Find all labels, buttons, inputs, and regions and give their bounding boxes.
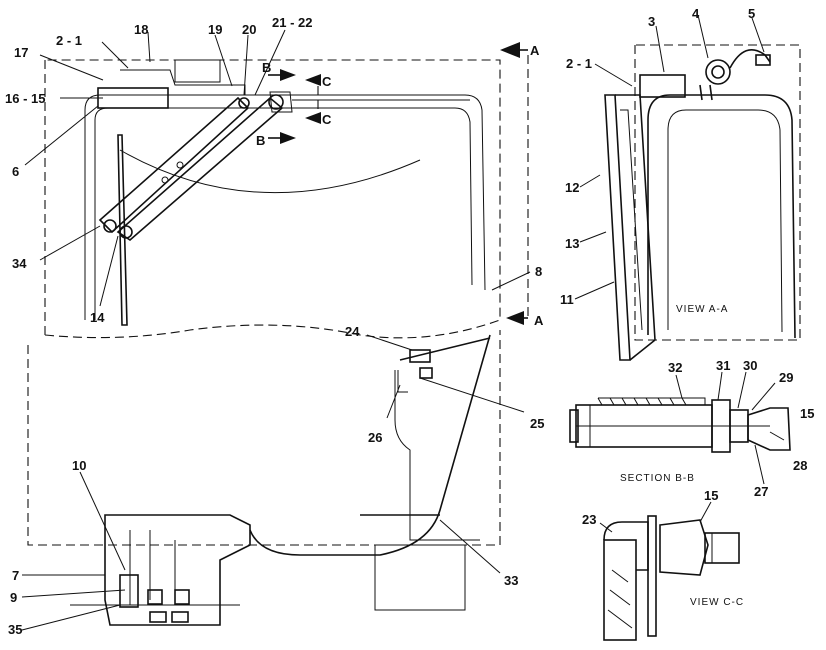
- wiper-blade: [117, 134, 128, 326]
- view-a-a: [574, 14, 801, 361]
- label-19: 19: [208, 22, 222, 37]
- windshield-frame-outer: [84, 94, 486, 291]
- windshield-frame-inner: [94, 107, 473, 286]
- cab-upper-outline: [44, 59, 501, 339]
- view-captions: VIEW A-A SECTION B-B VIEW C-C: [620, 304, 744, 608]
- label-24: 24: [345, 324, 360, 339]
- section-arrow-c-bottom: [305, 112, 321, 124]
- view-aa-wiper-blade: [604, 94, 631, 361]
- sec-bb-leaders: [675, 371, 785, 485]
- label-34: 34: [12, 256, 27, 271]
- view-aa-leaders: [574, 14, 765, 300]
- label-12: 12: [565, 180, 579, 195]
- view-cc-fitting: [704, 532, 740, 564]
- section-arrow-a-bottom: [506, 311, 524, 325]
- cable-bracket-fitting: [397, 337, 491, 393]
- console-outline: [394, 370, 480, 541]
- caption-view-aa: VIEW A-A: [676, 304, 728, 315]
- label-15-section-bb: 15: [800, 406, 814, 421]
- label-35: 35: [8, 622, 22, 637]
- label-3: 3: [648, 14, 655, 29]
- label-5: 5: [748, 6, 755, 21]
- view-c-c: [599, 501, 740, 641]
- label-28: 28: [793, 458, 807, 473]
- label-21-22: 21 - 22: [272, 15, 312, 30]
- label-6: 6: [12, 164, 19, 179]
- marker-b-top: B: [262, 60, 271, 75]
- label-29: 29: [779, 370, 793, 385]
- view-aa-window-opening: [647, 94, 796, 339]
- view-cc-nut: [659, 519, 709, 576]
- label-8: 8: [535, 264, 542, 279]
- label-27: 27: [754, 484, 768, 499]
- view-cc-post: [603, 539, 637, 641]
- caption-section-bb: SECTION B-B: [620, 473, 695, 484]
- label-16-15: 16 - 15: [5, 91, 45, 106]
- label-30: 30: [743, 358, 757, 373]
- section-arrow-b-top: [280, 69, 296, 81]
- motor-mounting-plate: [97, 87, 169, 109]
- marker-c-top: C: [322, 74, 332, 89]
- label-2-1-main: 2 - 1: [56, 33, 82, 48]
- label-17: 17: [14, 45, 28, 60]
- label-2-1-view-aa: 2 - 1: [566, 56, 592, 71]
- label-20: 20: [242, 22, 256, 37]
- marker-c-bottom: C: [322, 112, 332, 127]
- leader-lines: [21, 29, 531, 631]
- control-cable: [249, 334, 491, 556]
- view-aa-motor: [639, 48, 771, 101]
- motor-housing: [174, 59, 221, 83]
- lower-housing: [374, 544, 466, 611]
- label-13: 13: [565, 236, 579, 251]
- view-cc-plate: [647, 515, 657, 637]
- label-10: 10: [72, 458, 86, 473]
- view-cc-post-texture: [607, 569, 633, 629]
- marker-a-top: A: [530, 43, 540, 58]
- section-arrow-b-bottom: [280, 132, 296, 144]
- cab-lower-outline: [27, 330, 501, 546]
- label-32: 32: [668, 360, 682, 375]
- wiper-arm-linkage: [98, 94, 284, 242]
- label-11: 11: [560, 292, 574, 307]
- label-26: 26: [368, 430, 382, 445]
- section-arrow-a-top: [500, 42, 520, 58]
- label-15-view-cc: 15: [704, 488, 718, 503]
- label-23: 23: [582, 512, 596, 527]
- marker-a-bottom: A: [534, 313, 544, 328]
- section-markers: A A B B C C: [256, 43, 544, 328]
- sec-bb-fitting: [747, 407, 791, 451]
- sec-bb-hatch: [597, 397, 687, 406]
- label-7: 7: [12, 568, 19, 583]
- view-cc-elbow: [603, 521, 649, 571]
- section-arrow-c-top: [305, 74, 321, 86]
- view-cc-leaders: [599, 501, 712, 533]
- label-25: 25: [530, 416, 544, 431]
- section-b-b: [569, 371, 791, 485]
- label-14: 14: [90, 310, 105, 325]
- upper-bracket: [120, 69, 300, 96]
- label-31: 31: [716, 358, 730, 373]
- wiper-sweep-arc: [119, 149, 421, 194]
- label-4: 4: [692, 6, 700, 21]
- view-aa-cab-outline: [634, 44, 801, 341]
- main-cab-view: [21, 29, 531, 631]
- marker-b-bottom: B: [256, 133, 265, 148]
- part-labels: 2 - 1 17 18 19 20 21 - 22 16 - 15 6 34 1…: [5, 6, 814, 637]
- lower-pump-bracket: [70, 514, 251, 626]
- label-9: 9: [10, 590, 17, 605]
- label-33: 33: [504, 573, 518, 588]
- caption-view-cc: VIEW C-C: [690, 597, 744, 608]
- pivot-housing: [269, 91, 293, 113]
- label-18: 18: [134, 22, 148, 37]
